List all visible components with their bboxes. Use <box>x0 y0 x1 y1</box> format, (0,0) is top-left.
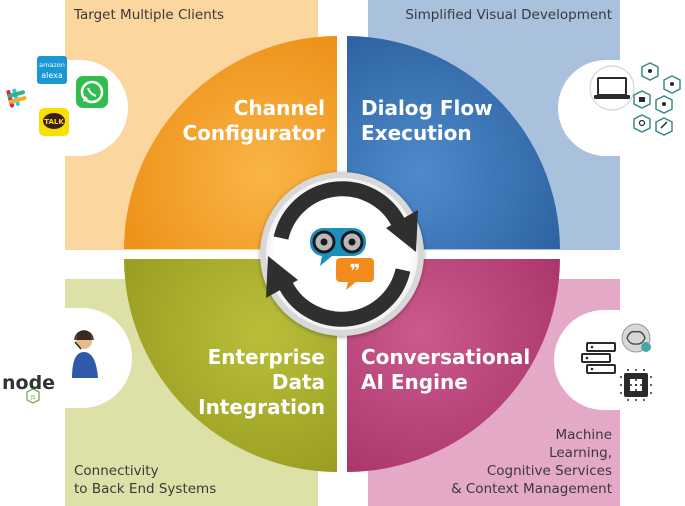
quadrant-enterprise <box>124 259 337 472</box>
lobe-bottom-right <box>554 310 685 410</box>
title-dialog-flow: Dialog Flow Execution <box>361 96 493 146</box>
slack-icon <box>6 88 27 108</box>
title-dialog-line1: Dialog Flow <box>361 96 493 120</box>
caption-machine-learning: Machine Learning, Cognitive Services & C… <box>451 426 612 498</box>
title-conversational-ai: Conversational AI Engine <box>361 345 530 395</box>
caption-target-clients: Target Multiple Clients <box>74 7 225 23</box>
quadrant-conversational <box>347 259 560 472</box>
speech-bubble-icon: ❞ <box>336 258 374 290</box>
title-conversational-line1: Conversational <box>361 345 531 369</box>
caption-backend-line2: to Back End Systems <box>74 481 217 497</box>
amazon-alexa-icon: amazon alexa <box>37 56 67 84</box>
caption-visual-development: Simplified Visual Development <box>405 7 612 23</box>
quadrant-channel <box>124 36 337 249</box>
cycle-arrows-icon <box>266 181 418 327</box>
svg-text:alexa: alexa <box>41 71 63 80</box>
whatsapp-icon <box>76 76 108 108</box>
svg-text:JS: JS <box>30 395 36 401</box>
caption-ml-line4: & Context Management <box>451 481 612 497</box>
chatbot-icon <box>310 228 366 266</box>
laptop-icon <box>589 65 635 111</box>
title-channel-configurator: Channel Configurator <box>182 96 325 146</box>
brain-gear-icon <box>621 323 651 353</box>
svg-text:TALK: TALK <box>44 118 64 126</box>
title-conversational-line2: AI Engine <box>361 370 468 394</box>
svg-text:node: node <box>2 372 55 394</box>
title-enterprise-line1: Enterprise <box>207 345 325 369</box>
title-channel-line1: Channel <box>233 96 325 120</box>
caption-ml-line2: Learning, <box>549 445 612 461</box>
caption-ml-line1: Machine <box>555 427 612 443</box>
title-dialog-line2: Execution <box>361 121 472 145</box>
kakaotalk-icon: TALK <box>39 108 69 136</box>
svg-text:❞: ❞ <box>350 261 361 282</box>
title-enterprise-line2: Data <box>271 370 325 394</box>
hexagon-tools-icons <box>633 62 681 136</box>
lobe-bottom-left <box>0 308 132 408</box>
title-enterprise-data: Enterprise Data Integration <box>198 345 325 420</box>
nodejs-logo: node JS <box>2 372 55 404</box>
server-stack-icon <box>581 342 616 374</box>
caption-backend-line1: Connectivity <box>74 463 159 479</box>
quadrant-dialog <box>347 36 560 249</box>
svg-text:amazon: amazon <box>39 61 65 69</box>
support-agent-icon <box>72 330 98 378</box>
cpu-chip-icon <box>620 369 652 401</box>
title-channel-line2: Configurator <box>182 121 325 145</box>
title-enterprise-line3: Integration <box>198 395 325 419</box>
caption-backend-connectivity: Connectivity to Back End Systems <box>74 462 216 498</box>
caption-ml-line3: Cognitive Services <box>486 463 612 479</box>
